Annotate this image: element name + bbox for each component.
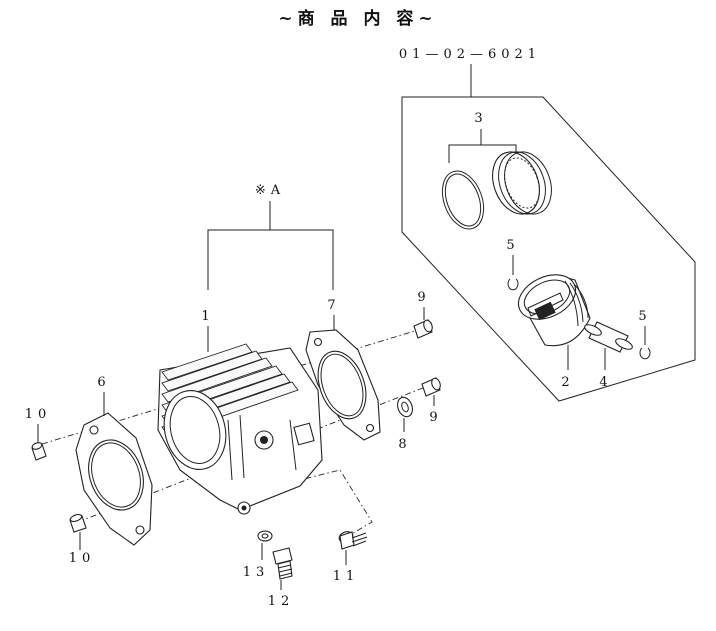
- cylinder-block: [157, 343, 323, 515]
- callout-7: 7: [327, 298, 340, 313]
- callout-2: 2: [561, 375, 574, 390]
- dowel-pin-right-upper: [413, 319, 433, 339]
- plug-bolt: [272, 547, 293, 580]
- callout-6: 6: [97, 375, 110, 390]
- callout-9-lower: 9: [429, 410, 442, 425]
- piston-kit-frame: [401, 96, 696, 402]
- callout-3: 3: [474, 111, 487, 126]
- piston-pin: [584, 321, 633, 353]
- piston: [517, 274, 591, 347]
- callout-8: 8: [398, 437, 411, 452]
- page-title: ~商 品 内 容~: [278, 8, 437, 29]
- callout-3-bracket: [448, 144, 517, 163]
- callout-12: 12: [268, 594, 295, 609]
- callout-1: 1: [201, 309, 214, 324]
- kit-part-number: 01—02—6021: [399, 47, 541, 62]
- callout-4: 4: [599, 375, 612, 390]
- dowel-pin-lower: [69, 513, 87, 533]
- head-gasket: [305, 329, 381, 441]
- assembly-label: ※A: [255, 183, 285, 198]
- callout-5-left: 5: [506, 238, 519, 253]
- dowel-pin-right-lower: [421, 377, 441, 397]
- callout-13: 13: [243, 565, 270, 580]
- callout-9-upper: 9: [417, 290, 430, 305]
- piston-ring-single: [441, 170, 485, 230]
- piston-pin-clip-left: [507, 278, 519, 291]
- piston-pin-clip-right: [639, 347, 651, 360]
- sealing-washer: [257, 530, 273, 542]
- base-gasket: [75, 412, 153, 546]
- callout-10-lower: 10: [69, 551, 96, 566]
- assembly-bracket: [207, 229, 334, 290]
- hex-bolt: [338, 531, 368, 550]
- piston-ring-set: [492, 151, 552, 215]
- callout-11: 11: [333, 569, 360, 584]
- callout-10-upper: 10: [25, 407, 52, 422]
- washer: [397, 396, 413, 418]
- callout-5-right: 5: [638, 309, 651, 324]
- bolt-axis: [239, 469, 373, 536]
- dowel-pin-upper: [31, 442, 47, 461]
